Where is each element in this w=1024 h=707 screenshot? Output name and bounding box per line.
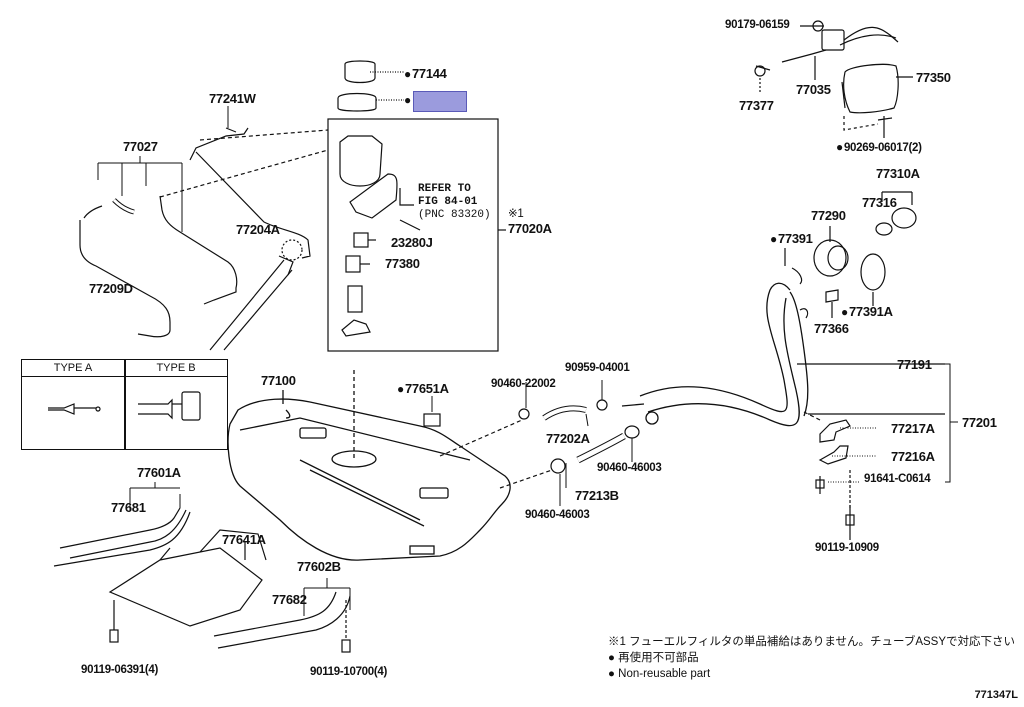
type-a-header: TYPE A <box>22 360 125 377</box>
refer-line-3: (PNC 83320) <box>418 209 491 221</box>
part-77377[interactable]: 77377 <box>739 98 774 113</box>
part-77651A[interactable]: 77651A <box>397 382 449 395</box>
refer-line-2[interactable]: FIG 84-01 <box>418 196 478 208</box>
fuel-tank <box>227 370 511 561</box>
pump-module-frame <box>159 60 506 352</box>
filler-pipe <box>621 282 945 427</box>
part-90179-06159[interactable]: 90179-06159 <box>725 19 790 31</box>
part-91641-C0614[interactable]: 91641-C0614 <box>864 473 931 485</box>
part-77310A[interactable]: 77310A <box>876 166 920 181</box>
highlighted-part-label[interactable] <box>413 91 467 112</box>
figure-number: 771347L <box>974 689 1018 701</box>
part-77602B[interactable]: 77602B <box>297 559 341 574</box>
fuel-lid-opener <box>754 20 899 92</box>
part-77027[interactable]: 77027 <box>123 139 158 154</box>
part-77391[interactable]: 77391 <box>770 232 813 245</box>
part-77641A[interactable]: 77641A <box>222 532 266 547</box>
part-77201[interactable]: 77201 <box>962 415 997 430</box>
type-table-divider <box>124 360 126 449</box>
part-77191[interactable]: 77191 <box>897 357 932 372</box>
fuel-cap <box>784 191 917 319</box>
type-b-header: TYPE B <box>125 360 227 377</box>
part-77020A[interactable]: 77020A <box>508 221 552 236</box>
vent-tubes <box>79 106 311 351</box>
part-77035[interactable]: 77035 <box>796 82 831 97</box>
legend-non-reusable-jp: ● 再使用不可部品 <box>608 652 699 664</box>
part-77241W[interactable]: 77241W <box>209 91 256 106</box>
part-77601A[interactable]: 77601A <box>137 465 181 480</box>
part-77100[interactable]: 77100 <box>261 373 296 388</box>
part-77144[interactable]: 77144 <box>404 67 447 80</box>
fuel-lid <box>841 63 913 138</box>
part-77290[interactable]: 77290 <box>811 208 846 223</box>
note-fuel-filter: ※1 フューエルフィルタの単品補給はありません。チューブASSYで対応下さい <box>608 636 1016 648</box>
part-90460-46003-b[interactable]: 90460-46003 <box>525 509 590 521</box>
tank-straps <box>53 482 351 653</box>
tank-pad <box>423 413 441 427</box>
refer-line-1: REFER TO <box>418 183 471 195</box>
part-77213B[interactable]: 77213B <box>575 488 619 503</box>
non-reusable-marker <box>404 93 412 106</box>
part-90460-22002[interactable]: 90460-22002 <box>491 378 556 390</box>
part-77316[interactable]: 77316 <box>862 195 897 210</box>
part-90460-46003-a[interactable]: 90460-46003 <box>597 462 662 474</box>
part-77366[interactable]: 77366 <box>814 321 849 336</box>
part-90119-10909[interactable]: 90119-10909 <box>815 542 879 554</box>
part-77380[interactable]: 77380 <box>385 256 420 271</box>
part-23280J[interactable]: 23280J <box>391 235 433 250</box>
part-77350[interactable]: 77350 <box>916 70 951 85</box>
connector-type-table: TYPE A TYPE B <box>21 359 228 450</box>
legend-non-reusable-en: ● Non-reusable part <box>608 668 711 680</box>
part-77204A[interactable]: 77204A <box>236 222 280 237</box>
part-77681[interactable]: 77681 <box>111 500 146 515</box>
part-77209D[interactable]: 77209D <box>89 281 133 296</box>
part-77217A[interactable]: 77217A <box>891 421 935 436</box>
part-77202A[interactable]: 77202A <box>546 431 590 446</box>
part-90119-10700[interactable]: 90119-10700(4) <box>310 666 388 678</box>
hoses <box>439 380 821 506</box>
part-90269-06017[interactable]: 90269-06017(2) <box>836 141 922 155</box>
part-90959-04001[interactable]: 90959-04001 <box>565 362 630 374</box>
part-77391A[interactable]: 77391A <box>841 305 893 318</box>
connector-icons <box>48 391 201 421</box>
part-77682[interactable]: 77682 <box>272 592 307 607</box>
refer-note: REFER TO FIG 84-01 (PNC 83320) <box>418 183 491 222</box>
part-90119-06391[interactable]: 90119-06391(4) <box>81 664 159 676</box>
tube-clamps <box>815 419 855 540</box>
part-77216A[interactable]: 77216A <box>891 449 935 464</box>
note-mark-1: ※1 <box>508 208 524 220</box>
notes: ※1 フューエルフィルタの単品補給はありません。チューブASSYで対応下さい ●… <box>608 634 1015 682</box>
